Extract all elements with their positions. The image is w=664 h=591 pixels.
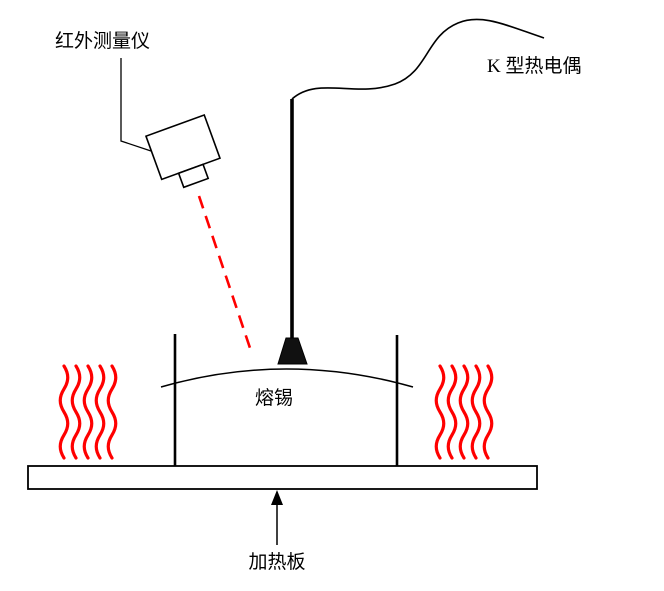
- molten-solder-surface: [160, 368, 414, 388]
- label-heating-plate: 加热板: [248, 551, 305, 573]
- heat-wave-right-4: [470, 364, 482, 460]
- heat-wave-left-3: [82, 364, 94, 460]
- infrared-leader-line: [120, 58, 152, 152]
- heat-wave-right-5: [482, 364, 494, 460]
- label-infrared-meter: 红外测量仪: [55, 30, 150, 52]
- heating-plate: [27, 465, 538, 490]
- label-thermocouple: K 型热电偶: [487, 55, 581, 77]
- infrared-beam-dashed-line: [197, 195, 253, 352]
- heat-wave-right-3: [458, 364, 470, 460]
- heat-wave-left-4: [94, 364, 106, 460]
- infrared-camera-body: [144, 113, 221, 181]
- heating-plate-arrowhead-icon: [271, 490, 283, 505]
- heat-wave-right-1: [434, 364, 446, 460]
- heat-wave-left-5: [106, 364, 118, 460]
- infrared-camera: [144, 113, 221, 189]
- heat-wave-left-1: [58, 364, 70, 460]
- heat-wave-left-2: [70, 364, 82, 460]
- label-molten-solder: 熔锡: [255, 387, 293, 409]
- heat-wave-right-2: [446, 364, 458, 460]
- thermocouple-wire: [291, 18, 545, 100]
- thermocouple-tip-cone: [277, 337, 308, 365]
- infrared-camera-nozzle: [177, 163, 210, 189]
